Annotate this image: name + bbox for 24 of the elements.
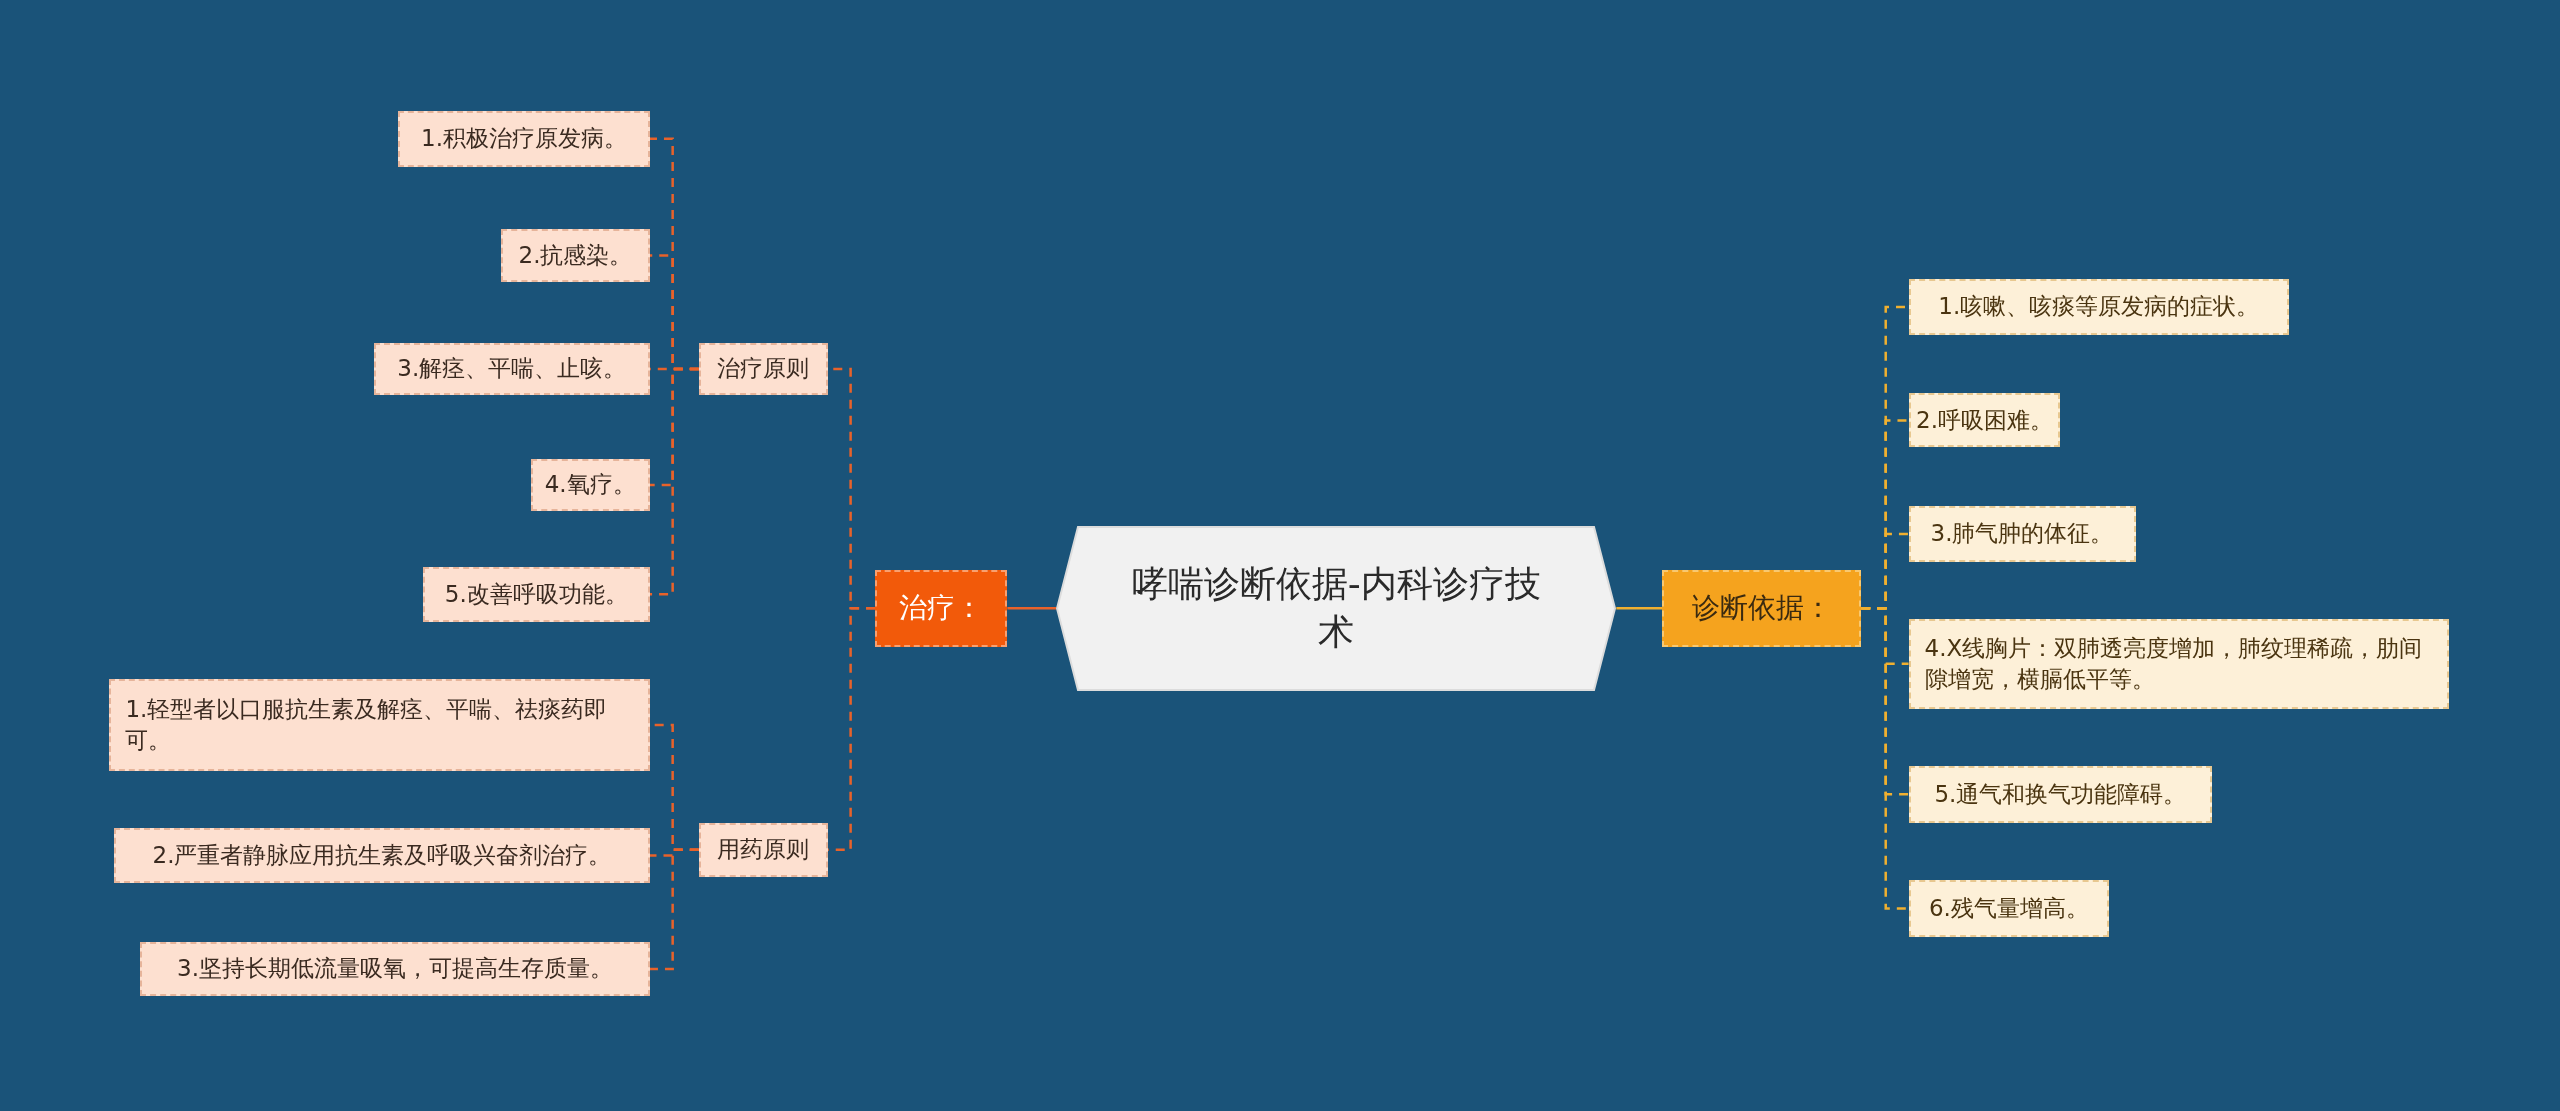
subtopic-box: 2.呼吸困难。 <box>1908 393 2061 448</box>
central-topic-hexagon: 哮喘诊断依据-内科诊疗技术 <box>1056 525 1617 691</box>
subtopic-box: 6.残气量增高。 <box>1908 880 2110 938</box>
subtopic-box: 5.通气和换气功能障碍。 <box>1908 765 2213 823</box>
subtopic-box: 治疗原则 <box>698 342 828 396</box>
connector-line <box>649 367 699 596</box>
connector-line <box>1861 606 1909 910</box>
subtopic-box: 5.改善呼吸功能。 <box>422 566 650 622</box>
subtopic-box: 4.X线胸片：双肺透亮度增加，肺纹理稀疏，肋间隙增宽，横膈低平等。 <box>1908 618 2449 709</box>
branch-topic-box: 诊断依据： <box>1662 569 1862 647</box>
connector-line <box>1616 606 1663 610</box>
subtopic-box: 用药原则 <box>698 822 828 877</box>
subtopic-box: 3.坚持长期低流量吸氧，可提高生存质量。 <box>140 942 650 996</box>
connector-line <box>649 848 699 971</box>
subtopic-box: 2.严重者静脉应用抗生素及呼吸兴奋剂治疗。 <box>114 827 650 884</box>
subtopic-box: 2.抗感染。 <box>501 228 650 283</box>
branch-topic-box: 治疗： <box>875 569 1008 647</box>
connector-line <box>1007 606 1057 610</box>
subtopic-box: 1.积极治疗原发病。 <box>398 111 650 167</box>
subtopic-box: 3.肺气肿的体征。 <box>1908 506 2136 562</box>
subtopic-box: 4.氧疗。 <box>530 458 650 511</box>
subtopic-box: 3.解痉、平喘、止咳。 <box>373 342 650 396</box>
subtopic-box: 1.轻型者以口服抗生素及解痉、平喘、祛痰药即可。 <box>109 679 650 771</box>
subtopic-box: 1.咳嗽、咳痰等原发病的症状。 <box>1908 279 2289 335</box>
